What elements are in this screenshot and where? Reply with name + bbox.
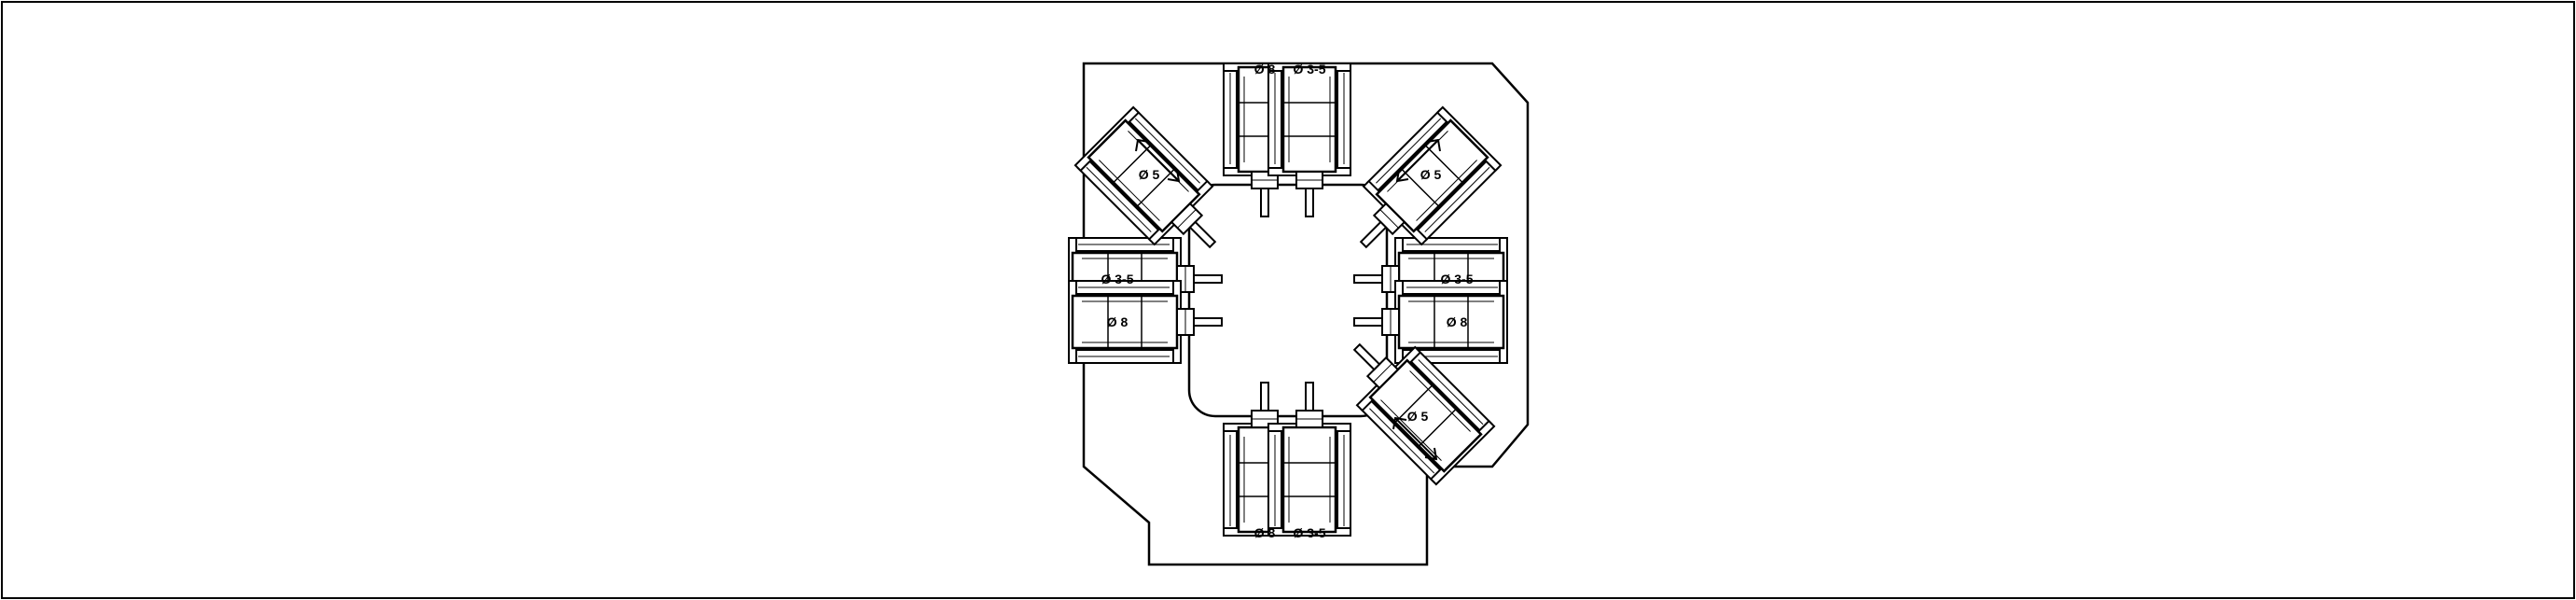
label-bottom-left: Ø 8: [1254, 525, 1276, 540]
label-right-lower: Ø 8: [1447, 314, 1468, 329]
label-top-right: Ø 3-5: [1293, 62, 1325, 77]
adjust-arrow-lower-right: [1392, 416, 1438, 461]
label-top-left: Ø 8: [1254, 62, 1276, 77]
label-bottom-right: Ø 3-5: [1293, 525, 1325, 540]
label-left-lower: Ø 8: [1107, 314, 1129, 329]
spindle-unit-right-lower: [1352, 279, 1509, 365]
adjust-arrow-upper-right: [1395, 138, 1441, 183]
spindle-unit-bottom-right: [1267, 381, 1352, 537]
label-right-upper: Ø 3-5: [1440, 272, 1473, 286]
label-diag-upper-right: Ø 5: [1420, 167, 1442, 182]
spindle-unit-top-right: [1267, 62, 1352, 218]
label-left-upper: Ø 3-5: [1101, 272, 1133, 286]
adjust-arrow-upper-left: [1135, 138, 1181, 183]
work-opening: [1187, 183, 1389, 418]
spindle-unit-left-lower: [1067, 279, 1224, 365]
label-diag-upper-left: Ø 5: [1139, 167, 1160, 182]
label-diag-lower-right: Ø 5: [1407, 409, 1429, 424]
